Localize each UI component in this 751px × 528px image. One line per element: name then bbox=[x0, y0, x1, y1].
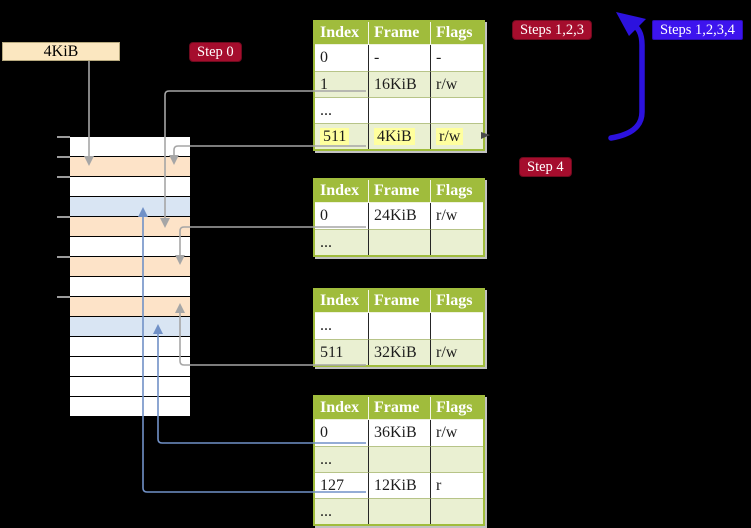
col-header-flags: Flags bbox=[430, 397, 483, 420]
cell-frame bbox=[368, 229, 430, 255]
memory-row-11 bbox=[70, 337, 190, 357]
cell-frame: 24KiB bbox=[368, 203, 430, 229]
steps-1234-badge: Steps 1,2,3,4 bbox=[652, 20, 743, 40]
memory-row-2 bbox=[70, 157, 190, 177]
table-row: ... bbox=[315, 97, 483, 123]
memory-row-9 bbox=[70, 297, 190, 317]
memory-row-5 bbox=[70, 217, 190, 237]
table-row: ... bbox=[315, 313, 483, 339]
col-header-frame: Frame bbox=[368, 22, 430, 45]
memory-row-3 bbox=[70, 177, 190, 197]
table-row: 0-- bbox=[315, 45, 483, 71]
table-row: ... bbox=[315, 498, 483, 524]
cell-flags: r/w bbox=[430, 71, 483, 97]
cell-flags bbox=[430, 229, 483, 255]
table-row: 511 4KiB r/w bbox=[315, 123, 483, 149]
cell-index: ... bbox=[315, 97, 368, 123]
physical-memory-map bbox=[70, 137, 190, 417]
cell-index: ... bbox=[315, 498, 368, 524]
cell-flags: r/w bbox=[430, 339, 483, 365]
highlighted-value: 4KiB bbox=[374, 127, 415, 145]
cell-index: 511 bbox=[315, 123, 368, 149]
highlighted-value: 511 bbox=[320, 127, 350, 145]
memory-row-8 bbox=[70, 277, 190, 297]
step-4-badge: Step 4 bbox=[519, 157, 572, 177]
page-size-box: 4KiB bbox=[2, 42, 120, 61]
cell-frame: - bbox=[368, 45, 430, 71]
table-row: ... bbox=[315, 229, 483, 255]
col-header-frame: Frame bbox=[368, 290, 430, 313]
cell-flags: r/w bbox=[430, 123, 483, 149]
cell-index: ... bbox=[315, 313, 368, 339]
steps-123-badge: Steps 1,2,3 bbox=[512, 20, 593, 40]
cell-flags bbox=[430, 498, 483, 524]
cell-frame bbox=[368, 498, 430, 524]
cell-frame bbox=[368, 97, 430, 123]
col-header-index: Index bbox=[315, 180, 368, 203]
cell-frame: 32KiB bbox=[368, 339, 430, 365]
col-header-index: Index bbox=[315, 397, 368, 420]
cell-index: 511 bbox=[315, 339, 368, 365]
col-header-flags: Flags bbox=[430, 22, 483, 45]
col-header-frame: Frame bbox=[368, 180, 430, 203]
memory-row-13 bbox=[70, 377, 190, 397]
col-header-index: Index bbox=[315, 22, 368, 45]
cell-index: 127 bbox=[315, 472, 368, 498]
cell-frame: 16KiB bbox=[368, 71, 430, 97]
cell-frame bbox=[368, 446, 430, 472]
loop-back-arrow-icon bbox=[608, 12, 646, 141]
cell-frame: 4KiB bbox=[368, 123, 430, 149]
cell-flags bbox=[430, 97, 483, 123]
col-header-frame: Frame bbox=[368, 397, 430, 420]
cell-flags: r bbox=[430, 472, 483, 498]
col-header-flags: Flags bbox=[430, 290, 483, 313]
cell-frame: 12KiB bbox=[368, 472, 430, 498]
memory-row-14 bbox=[70, 397, 190, 417]
cell-index: ... bbox=[315, 446, 368, 472]
cell-flags: r/w bbox=[430, 420, 483, 446]
cell-flags: - bbox=[430, 45, 483, 71]
step-0-badge: Step 0 bbox=[189, 42, 242, 62]
memory-row-10 bbox=[70, 317, 190, 337]
cell-flags bbox=[430, 446, 483, 472]
cell-index: 0 bbox=[315, 45, 368, 71]
memory-row-1 bbox=[70, 137, 190, 157]
highlighted-value: r/w bbox=[436, 127, 464, 145]
cell-index: 1 bbox=[315, 71, 368, 97]
cell-index: ... bbox=[315, 229, 368, 255]
col-header-flags: Flags bbox=[430, 180, 483, 203]
col-header-index: Index bbox=[315, 290, 368, 313]
memory-row-12 bbox=[70, 357, 190, 377]
cell-index: 0 bbox=[315, 203, 368, 229]
cell-frame bbox=[368, 313, 430, 339]
cell-index: 0 bbox=[315, 420, 368, 446]
memory-row-7 bbox=[70, 257, 190, 277]
cell-flags: r/w bbox=[430, 203, 483, 229]
cell-frame: 36KiB bbox=[368, 420, 430, 446]
cell-flags bbox=[430, 313, 483, 339]
memory-row-4 bbox=[70, 197, 190, 217]
address-tick-marks bbox=[57, 136, 70, 298]
memory-row-6 bbox=[70, 237, 190, 257]
table-row: ... bbox=[315, 446, 483, 472]
